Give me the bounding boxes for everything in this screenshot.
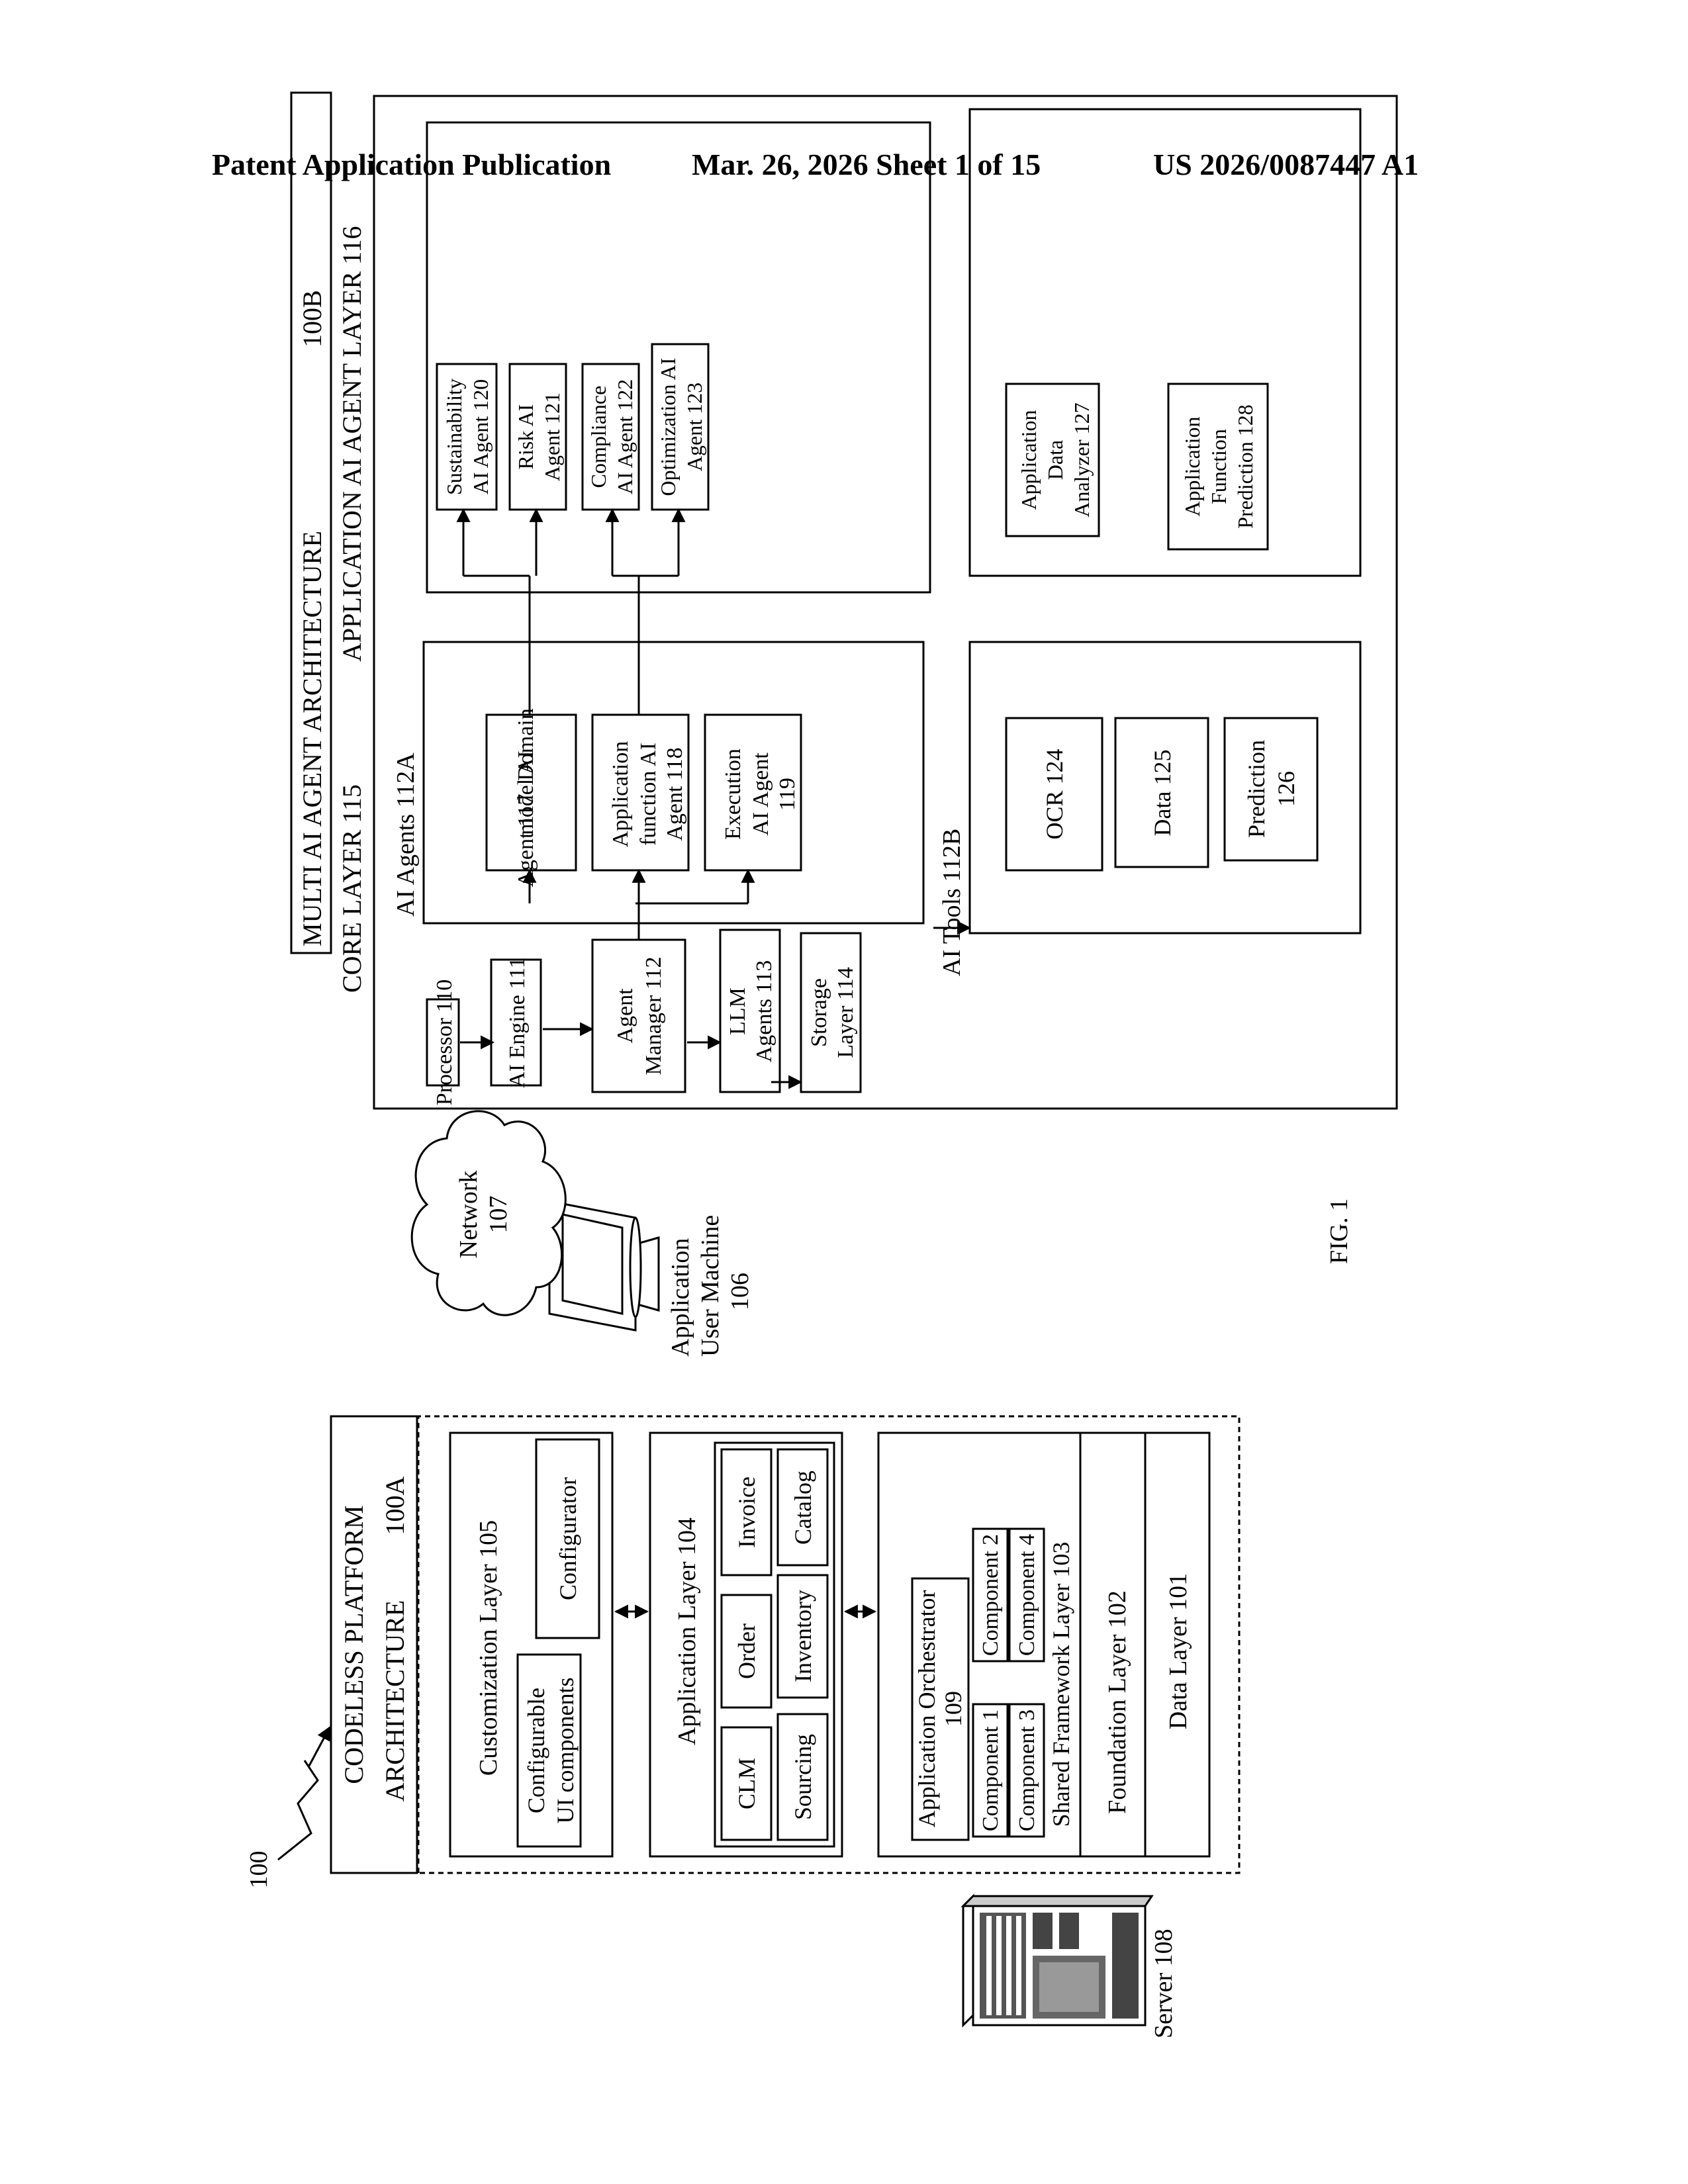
storage-layer-line1: Storage: [807, 978, 831, 1047]
domain-agent-line3: Agent 117: [514, 794, 538, 887]
user-machine-106: [549, 1201, 659, 1330]
foundation-layer-label: Foundation Layer 102: [1103, 1590, 1131, 1814]
ai-tools-label: AI Tools 112B: [938, 829, 966, 976]
reference-100-arrow: [308, 1727, 330, 1767]
ai-engine-label: AI Engine 111: [505, 957, 530, 1088]
shared-framework-label: Shared Framework Layer 103: [1048, 1542, 1074, 1827]
sustainability-line1: Sustainability: [442, 379, 466, 495]
function-agent-line2: function AI: [636, 743, 661, 846]
processor-label: Processor 110: [432, 979, 457, 1105]
user-machine-line3: 106: [726, 1273, 754, 1310]
core-layer-label: CORE LAYER 115: [337, 784, 367, 993]
function-prediction-line3: Prediction 128: [1233, 404, 1257, 529]
optimization-line2: Agent 123: [682, 383, 706, 471]
application-agent-layer-label: APPLICATION AI AGENT LAYER 116: [337, 226, 367, 662]
user-machine-line2: User Machine: [696, 1215, 724, 1357]
configurable-ui-line1: Configurable: [523, 1688, 549, 1813]
component-2: Component 2: [978, 1534, 1003, 1656]
agent-manager-line1: Agent: [613, 988, 637, 1044]
application-modules-group: [715, 1443, 834, 1846]
module-clm: CLM: [733, 1758, 760, 1809]
server-108: [963, 1896, 1152, 2025]
network-line2: 107: [485, 1196, 512, 1234]
component-3: Component 3: [1015, 1709, 1039, 1831]
agent-manager-line2: Manager 112: [641, 956, 666, 1075]
compliance-line1: Compliance: [586, 386, 610, 488]
sustainability-line2: AI Agent 120: [469, 379, 492, 494]
module-invoice: Invoice: [733, 1477, 760, 1548]
data-tool-label: Data 125: [1149, 750, 1176, 837]
module-sourcing: Sourcing: [790, 1734, 816, 1820]
multi-ai-outer-frame: [374, 96, 1397, 1109]
application-orchestrator-line1: Application Orchestrator: [914, 1590, 940, 1828]
function-prediction-line2: Function: [1207, 429, 1231, 504]
prediction-tool-line2: 126: [1273, 771, 1299, 807]
ai-agents-label: AI Agents 112A: [392, 752, 420, 917]
function-agent-line1: Application: [608, 741, 633, 848]
component-1: Component 1: [978, 1709, 1003, 1831]
module-order: Order: [733, 1623, 760, 1679]
user-machine-line1: Application: [667, 1238, 694, 1357]
function-prediction-line1: Application: [1180, 416, 1204, 516]
component-4: Component 4: [1015, 1534, 1039, 1656]
risk-line1: Risk AI: [514, 404, 538, 470]
network-line1: Network: [455, 1171, 483, 1259]
llm-agents-line2: Agents 113: [752, 960, 776, 1063]
data-analyzer-line2: Data: [1043, 440, 1067, 480]
module-catalog: Catalog: [790, 1471, 816, 1545]
codeless-ref: 100A: [380, 1476, 410, 1535]
module-inventory: Inventory: [790, 1590, 816, 1682]
optimization-line1: Optimization AI: [656, 358, 680, 496]
ocr-label: OCR 124: [1041, 749, 1068, 839]
execution-agent-line1: Execution: [721, 749, 745, 840]
codeless-title-line1: CODELESS PLATFORM: [339, 1505, 369, 1784]
codeless-title-line2: ARCHITECTURE: [380, 1600, 410, 1801]
function-agent-line3: Agent 118: [663, 747, 687, 841]
configurable-ui-line2: UI components: [552, 1678, 579, 1824]
execution-agent-line2: AI Agent: [749, 752, 773, 836]
multi-ai-ref: 100B: [297, 290, 327, 347]
data-layer-label: Data Layer 101: [1164, 1573, 1192, 1729]
customization-layer-label: Customization Layer 105: [475, 1520, 502, 1776]
figure-label: FIG. 1: [1325, 1199, 1353, 1264]
application-orchestrator-line2: 109: [940, 1691, 966, 1727]
reference-100: 100: [245, 1851, 273, 1889]
prediction-tool-line1: Prediction: [1243, 740, 1270, 838]
data-analyzer-line1: Application: [1017, 410, 1041, 510]
server-label: Server 108: [1150, 1929, 1178, 2038]
storage-layer-line2: Layer 114: [833, 967, 858, 1058]
data-analyzer-line3: Analyzer 127: [1070, 402, 1094, 517]
risk-line2: Agent 121: [540, 392, 564, 481]
llm-agents-line1: LLM: [726, 987, 750, 1035]
agent-manager-box: [592, 940, 685, 1092]
reference-100-leader: [278, 1760, 318, 1860]
codeless-platform-section: CODELESS PLATFORM ARCHITECTURE 100A Cust…: [331, 1416, 1239, 1873]
prediction-tool-box: [1225, 718, 1317, 860]
execution-agent-line3: 119: [775, 778, 800, 811]
multi-ai-title: MULTI AI AGENT ARCHITECTURE: [297, 531, 327, 946]
application-layer-label: Application Layer 104: [673, 1518, 701, 1745]
configurator-label: Configurator: [555, 1477, 581, 1600]
compliance-line2: AI Agent 122: [613, 379, 637, 494]
